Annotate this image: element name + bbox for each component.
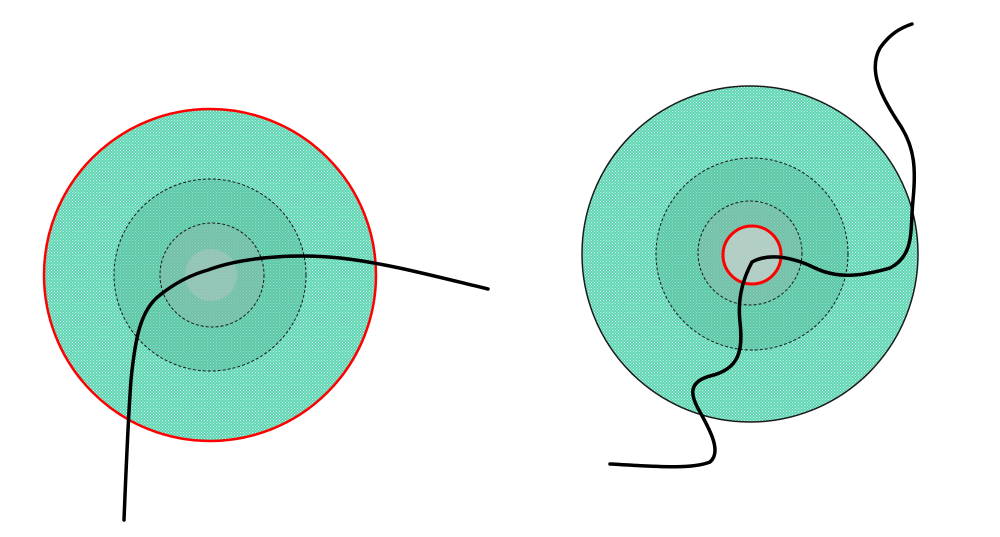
left-curve	[122, 254, 490, 522]
left-outer-ring	[42, 107, 378, 443]
right-core-ring	[721, 224, 783, 286]
right-diagram	[581, 22, 919, 469]
left-core-ring	[185, 249, 237, 301]
left-middle-ring	[113, 178, 307, 372]
left-inner-ring	[159, 222, 265, 328]
right-curve	[608, 22, 917, 469]
left-diagram	[42, 107, 490, 522]
